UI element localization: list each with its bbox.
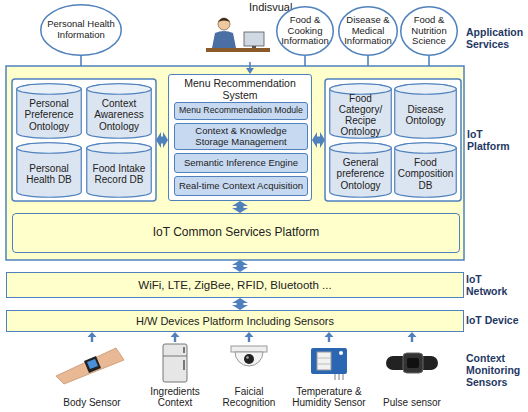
group-box <box>325 79 461 201</box>
double-arrow <box>232 260 248 272</box>
node-text: Personal Health DB <box>18 163 80 185</box>
database-cylinder: Food Intake Record DB <box>86 142 152 198</box>
pulse-band-icon <box>386 353 438 373</box>
node-text: Menu Recommendation Module <box>179 106 303 116</box>
database-cylinder: Disease Ontology <box>394 83 457 139</box>
module-box: Menu Recommendation Module <box>174 102 308 120</box>
connector-line <box>325 332 334 342</box>
node-text: Menu Recommendation System <box>169 75 311 102</box>
node-text: IoT Common Services Platform <box>153 226 320 239</box>
camera-icon <box>231 346 267 366</box>
temperature-board-icon <box>311 348 347 380</box>
layer-label: IoT Device <box>466 314 524 326</box>
database-cylinder: Food Category/ Recipe Ontology <box>329 83 392 139</box>
node-text: Disease & Medical Information <box>341 15 395 47</box>
node-text: Temperature & Humidity Sensor <box>287 386 371 408</box>
connector-line <box>88 332 97 342</box>
database-cylinder: Food Composition DB <box>394 142 457 198</box>
info-circle: Personal Health Information <box>40 4 122 56</box>
double-arrow <box>232 201 248 213</box>
node-text: Faicial Recognition <box>214 386 284 408</box>
node-text: Food Category/ Recipe Ontology <box>331 93 390 138</box>
database-cylinder: Context Awareness Ontology <box>86 83 152 139</box>
node-text: General preference Ontology <box>331 157 390 191</box>
network-bar: WiFi, LTE, ZigBee, RFID, Bluetooth ...Io… <box>6 272 464 298</box>
services-box: IoT Common Services Platform <box>12 213 460 253</box>
connector-line <box>171 332 180 342</box>
node-text: Food & Cooking Information <box>279 15 331 47</box>
node-text: Pulse sensor <box>383 397 441 408</box>
platform-panel: IoT PlatformPersonal Preference Ontology… <box>6 66 464 260</box>
group-box <box>12 79 156 201</box>
layer-label: IoT Network <box>466 273 524 297</box>
node-text: Food & Nutrition Science <box>403 15 455 47</box>
wrist-sensor-icon <box>56 348 124 384</box>
connector-line <box>367 56 369 66</box>
double-arrow <box>156 132 168 148</box>
node-text: Semantic Inference Engine <box>184 158 298 169</box>
database-cylinder: General preference Ontology <box>329 142 392 198</box>
layer-label: IoT Platform <box>467 128 525 152</box>
sensor-item: Ingredients Context <box>140 342 210 408</box>
database-cylinder: Personal Health DB <box>16 142 82 198</box>
node-text: Food Intake Record DB <box>88 163 150 185</box>
person-label: Indisvual <box>249 1 292 13</box>
system-box: Menu Recommendation SystemMenu Recommend… <box>168 74 312 201</box>
node-text: Food Composition DB <box>396 157 455 191</box>
node-text: Personal Preference Ontology <box>18 98 80 132</box>
node-text: Context & Knowledge Storage Management <box>178 126 304 147</box>
fridge-icon <box>163 344 187 382</box>
connector-line <box>80 56 82 66</box>
node-text: WiFi, LTE, ZigBee, RFID, Bluetooth ... <box>138 279 331 292</box>
connector-line <box>245 332 254 342</box>
node-text: Context Awareness Ontology <box>88 98 150 132</box>
device-bar: H/W Devices Platform Including SensorsIo… <box>6 310 464 332</box>
sensor-item: Body Sensor <box>50 342 134 408</box>
info-circle: Food & Cooking Information <box>276 6 334 56</box>
info-circle: Disease & Medical Information <box>338 6 398 56</box>
sensor-item: Pulse sensor <box>378 342 446 408</box>
node-text: Personal Health Information <box>43 19 119 40</box>
double-arrow <box>312 132 325 148</box>
node-text: Disease Ontology <box>396 104 455 126</box>
person-icon <box>206 18 270 52</box>
connector-line <box>408 332 417 342</box>
node-text: Body Sensor <box>63 397 120 408</box>
connector-line <box>428 56 430 66</box>
module-box: Context & Knowledge Storage Management <box>174 123 308 150</box>
info-circle: Food & Nutrition Science <box>400 6 458 56</box>
sensor-item: Faicial Recognition <box>214 342 284 408</box>
module-box: Real-time Context Acquisition <box>174 176 308 196</box>
node-text: Real-time Context Acquisition <box>179 181 303 192</box>
layer-label: Context Monitoring Sensors <box>466 352 524 388</box>
node-text: H/W Devices Platform Including Sensors <box>136 315 334 327</box>
layer-label: Application Services <box>466 26 524 50</box>
database-cylinder: Personal Preference Ontology <box>16 83 82 139</box>
node-text: Ingredients Context <box>140 386 210 408</box>
module-box: Semantic Inference Engine <box>174 153 308 173</box>
connector-line <box>246 62 254 74</box>
sensor-item: Temperature & Humidity Sensor <box>287 342 371 408</box>
platform-panel <box>6 66 464 260</box>
connector-line <box>304 56 306 66</box>
double-arrow <box>232 298 248 310</box>
